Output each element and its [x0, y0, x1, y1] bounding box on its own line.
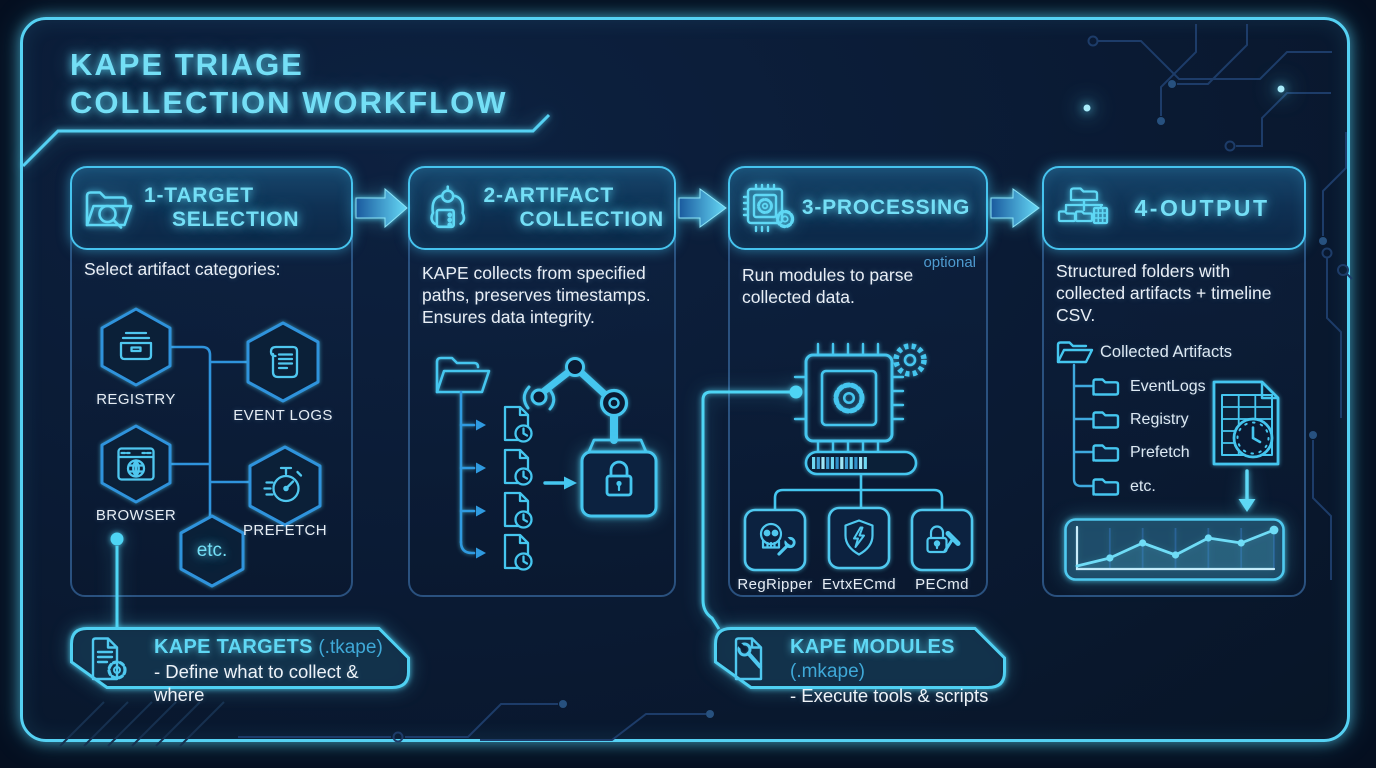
stage2-header: 2-ARTIFACT COLLECTION — [408, 166, 676, 250]
category-label-prefetch: PREFETCH — [242, 522, 328, 539]
tool-box-regripper — [743, 508, 807, 572]
file-clock-icon — [503, 405, 533, 443]
tool-box-pecmd — [910, 508, 974, 572]
document-wrench-icon — [734, 637, 763, 681]
subfolder-icon — [1092, 378, 1120, 396]
file-clock-icon — [503, 448, 533, 486]
tree-child-label: etc. — [1130, 478, 1156, 495]
document-gear-icon — [91, 637, 127, 681]
targets-callout-title-line: KAPE TARGETS (.tkape) — [154, 635, 410, 660]
stage-artifact-collection: KAPE collects from specified paths, pres… — [408, 166, 676, 597]
browser-globe-icon — [117, 447, 155, 481]
collection-illustration — [435, 356, 658, 571]
file-clock-icon — [503, 491, 533, 529]
stage1-title-line1: 1-TARGET — [144, 184, 254, 207]
tool-tree-connectors — [773, 474, 944, 510]
stage-target-selection: Select artifact categories: REGISTRY EVE… — [70, 166, 353, 597]
targets-callout-shape — [70, 627, 410, 689]
timeline-chart — [1064, 518, 1285, 581]
shield-bolt-icon — [844, 519, 874, 556]
page-title-line1: KAPE TRIAGE — [70, 47, 304, 82]
stage1-title-line2: SELECTION — [172, 208, 300, 231]
stage2-title-line1: 2-ARTIFACT — [483, 184, 614, 207]
root-folder-icon — [1056, 341, 1094, 364]
page-title: KAPE TRIAGE COLLECTION WORKFLOW — [70, 46, 508, 122]
subfolder-icon — [1092, 411, 1120, 429]
subfolder-icon — [1092, 444, 1120, 462]
kape-modules-callout: KAPE MODULES (.mkape) - Execute tools & … — [714, 627, 1006, 706]
tool-label-evtxecmd: EvtxECmd — [821, 576, 897, 593]
source-folder-icon — [435, 356, 491, 394]
padlock-hammer-icon — [926, 525, 961, 554]
archive-box-icon — [119, 331, 153, 361]
stage2-title-line2: COLLECTION — [519, 208, 664, 231]
optional-badge: optional — [923, 254, 976, 271]
tool-label-regripper: RegRipper — [737, 576, 813, 593]
branch-arrowheads — [476, 419, 486, 559]
stopwatch-icon — [263, 466, 303, 503]
file-clock-icon — [503, 533, 533, 571]
cpu-chip-icon — [793, 342, 905, 454]
locked-container-icon — [580, 450, 658, 518]
tree-child-label: Prefetch — [1130, 444, 1190, 461]
category-label-etc: etc. — [196, 540, 228, 561]
folder-tree-icon — [1057, 187, 1109, 225]
tree-child-label: EventLogs — [1130, 378, 1206, 395]
tool-box-evtxecmd — [827, 506, 891, 570]
page-title-line2: COLLECTION WORKFLOW — [70, 85, 508, 120]
log-scroll-icon — [269, 345, 299, 379]
grabber-claw-icon — [430, 185, 466, 229]
modules-callout-description: - Execute tools & scripts — [790, 685, 989, 706]
robot-arm-icon — [522, 357, 649, 456]
stage3-title: 3-PROCESSING — [801, 196, 971, 219]
progress-bar — [804, 450, 918, 476]
stage4-header: 4-OUTPUT — [1042, 166, 1306, 250]
folder-search-icon — [85, 191, 133, 229]
stage2-description: KAPE collects from specified paths, pres… — [422, 263, 651, 327]
targets-callout-description: - Define what to collect & where — [154, 661, 359, 705]
stage-processing: optional Run modules to parse collected … — [728, 166, 988, 597]
hexagon-etc — [179, 514, 245, 588]
output-illustration — [1056, 341, 1280, 512]
targets-callout-filetype: (.tkape) — [318, 637, 383, 658]
modules-callout-filetype: (.mkape) — [790, 661, 865, 682]
tree-root-label: Collected Artifacts — [1100, 343, 1233, 361]
category-connectors — [170, 345, 250, 516]
stage3-header: 3-PROCESSING — [728, 166, 988, 250]
tree-connectors — [1072, 363, 1094, 488]
stage-output: Structured folders with collected artifa… — [1042, 166, 1306, 597]
category-label-browser: BROWSER — [95, 507, 177, 524]
stage1-header: 1-TARGET SELECTION — [70, 166, 353, 250]
tool-label-pecmd: PECmd — [915, 576, 969, 593]
category-label-registry: REGISTRY — [96, 391, 176, 408]
chip-gears-icon — [742, 183, 795, 233]
category-label-event-logs: EVENT LOGS — [233, 407, 333, 424]
kape-targets-callout: KAPE TARGETS (.tkape) - Define what to c… — [70, 627, 410, 705]
timeline-csv-icon — [1212, 380, 1280, 466]
stage1-intro: Select artifact categories: — [84, 259, 281, 279]
targets-callout-title: KAPE TARGETS — [154, 636, 313, 658]
modules-callout-title-line: KAPE MODULES (.mkape) — [790, 635, 1006, 684]
stage3-description: Run modules to parse collected data. — [742, 265, 914, 307]
gear-icon — [893, 343, 927, 377]
stage4-title: 4-OUTPUT — [1134, 195, 1270, 221]
subfolder-icon — [1092, 478, 1120, 496]
down-arrow — [1238, 469, 1256, 512]
tree-child-label: Registry — [1130, 411, 1189, 428]
hexagon-event-logs — [246, 321, 320, 403]
to-container-arrow — [543, 476, 577, 490]
modules-callout-shape — [714, 627, 1006, 689]
modules-callout-title: KAPE MODULES — [790, 636, 955, 658]
stage4-description: Structured folders with collected artifa… — [1056, 261, 1272, 325]
